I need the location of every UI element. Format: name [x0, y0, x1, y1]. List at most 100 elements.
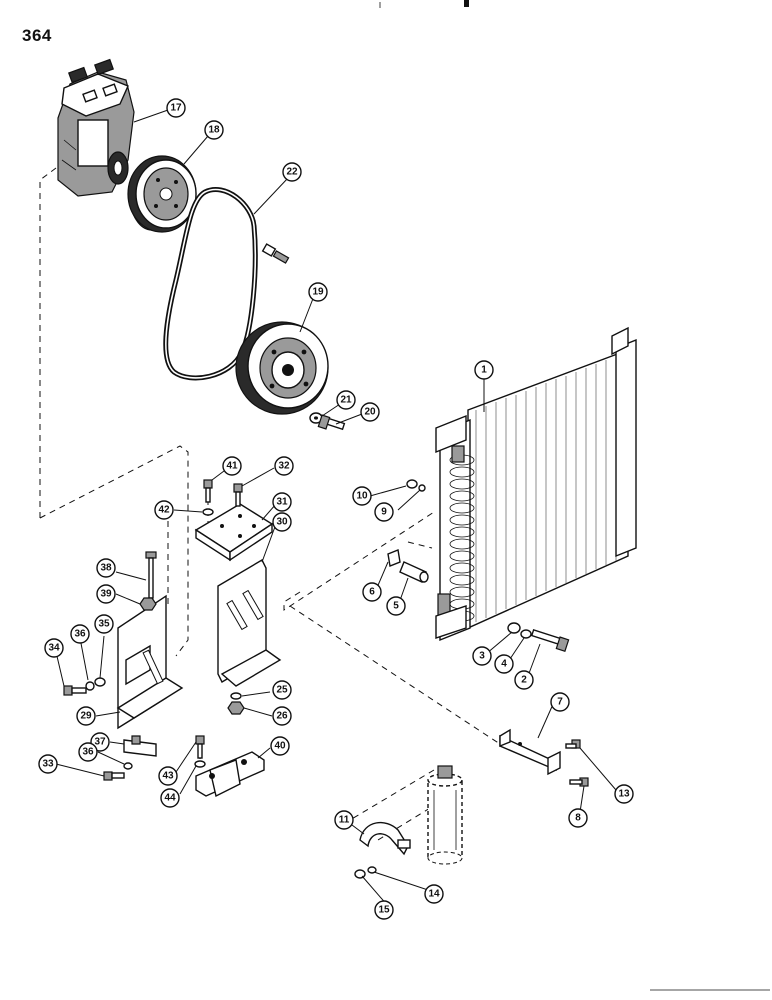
svg-text:7: 7	[557, 697, 563, 708]
spacer-clip-6	[387, 549, 401, 567]
spacer-block	[123, 735, 157, 757]
svg-text:13: 13	[618, 789, 630, 800]
clamp-nut-15	[354, 869, 366, 879]
plate-bolt-41	[203, 479, 213, 503]
bracket-nut-32	[227, 701, 245, 715]
callout-41: 41	[222, 456, 242, 476]
callout-19: 19	[308, 282, 328, 302]
condenser-washer-4	[520, 629, 532, 639]
base-washer-44	[194, 760, 206, 768]
callout-25: 29	[76, 706, 96, 726]
spacer-5	[399, 561, 429, 583]
svg-text:31: 31	[276, 497, 288, 508]
callout-42: 42	[154, 500, 174, 520]
bracket-bolt-13	[565, 739, 581, 749]
svg-text:38: 38	[100, 563, 112, 574]
callouts: 17 18 22 19 1 21 20 41 32 42 31 30 10 9 …	[38, 98, 634, 920]
svg-text:1: 1	[481, 365, 487, 376]
callout-44: 44	[160, 788, 180, 808]
bracket-washer-36a	[85, 681, 95, 691]
callout-1: 1	[474, 360, 494, 380]
callout-38: 38	[96, 558, 116, 578]
callout-21: 21	[336, 390, 356, 410]
svg-text:26: 26	[276, 711, 288, 722]
callout-30: 32	[274, 456, 294, 476]
callout-15: 15	[374, 900, 394, 920]
svg-text:36: 36	[82, 747, 94, 758]
callout-39: 39	[96, 584, 116, 604]
svg-text:22: 22	[286, 167, 298, 178]
svg-text:40: 40	[274, 741, 286, 752]
callout-6: 6	[362, 582, 382, 602]
drive-belt	[163, 187, 258, 381]
base-bolt-43	[195, 735, 205, 759]
bracket-washer-35	[94, 677, 106, 687]
callout-36a: 36	[70, 624, 90, 644]
callout-13: 13	[614, 784, 634, 804]
compressor-pulley	[127, 155, 197, 233]
callout-2: 2	[514, 670, 534, 690]
callout-3: 3	[472, 646, 492, 666]
svg-text:19: 19	[312, 287, 324, 298]
mount-plate	[194, 503, 274, 562]
bracket-washer-31	[230, 692, 242, 700]
clamp-washer-14	[367, 866, 377, 874]
callout-33: 33	[38, 754, 58, 774]
mount-base	[195, 751, 265, 798]
drier-bracket	[499, 728, 561, 776]
callout-5: 5	[386, 596, 406, 616]
leader-lines	[55, 109, 617, 907]
callout-34: 34	[44, 638, 64, 658]
scan-marks	[379, 0, 770, 991]
svg-text:21: 21	[340, 395, 352, 406]
callout-10: 10	[352, 486, 372, 506]
callout-8: 8	[568, 808, 588, 828]
callout-26: 30	[272, 512, 292, 532]
callout-11: 11	[334, 810, 354, 830]
callout-32: 26	[272, 706, 292, 726]
svg-text:37: 37	[94, 737, 106, 748]
drive-pulley	[235, 321, 329, 415]
plate-bolt-30	[233, 483, 243, 507]
page-number: 364	[22, 26, 52, 45]
svg-text:32: 32	[278, 461, 290, 472]
svg-text:8: 8	[575, 813, 581, 824]
compressor	[57, 58, 135, 197]
callout-35: 35	[94, 614, 114, 634]
svg-text:11: 11	[339, 815, 350, 826]
svg-text:6: 6	[369, 587, 375, 598]
svg-text:42: 42	[158, 505, 170, 516]
svg-text:34: 34	[48, 643, 60, 654]
mount-bracket-right	[217, 559, 282, 687]
bracket-nut-39	[139, 597, 157, 611]
svg-text:17: 17	[170, 103, 182, 114]
callout-9: 9	[374, 502, 394, 522]
svg-text:41: 41	[226, 461, 238, 472]
condenser	[435, 326, 637, 642]
svg-text:36: 36	[74, 629, 86, 640]
svg-text:35: 35	[98, 619, 110, 630]
callout-43: 43	[158, 766, 178, 786]
svg-text:5: 5	[393, 601, 399, 612]
callout-40: 40	[270, 736, 290, 756]
svg-text:39: 39	[100, 589, 112, 600]
condenser-bolt-2	[530, 628, 570, 653]
svg-text:2: 2	[521, 675, 527, 686]
svg-text:30: 30	[276, 517, 288, 528]
plate-washer-42	[202, 508, 214, 516]
svg-text:33: 33	[42, 759, 54, 770]
svg-text:29: 29	[80, 711, 92, 722]
callout-7: 7	[550, 692, 570, 712]
block-washer-36b	[123, 762, 133, 770]
callout-31: 25	[272, 680, 292, 700]
svg-text:20: 20	[364, 407, 376, 418]
pulley-bolt-20	[317, 414, 346, 431]
mount-bracket-left	[116, 594, 184, 730]
drier-ribs	[433, 790, 457, 850]
callout-14: 14	[424, 884, 444, 904]
receiver-drier	[427, 765, 463, 865]
svg-text:43: 43	[162, 771, 174, 782]
svg-text:25: 25	[276, 685, 288, 696]
svg-text:9: 9	[381, 507, 387, 518]
